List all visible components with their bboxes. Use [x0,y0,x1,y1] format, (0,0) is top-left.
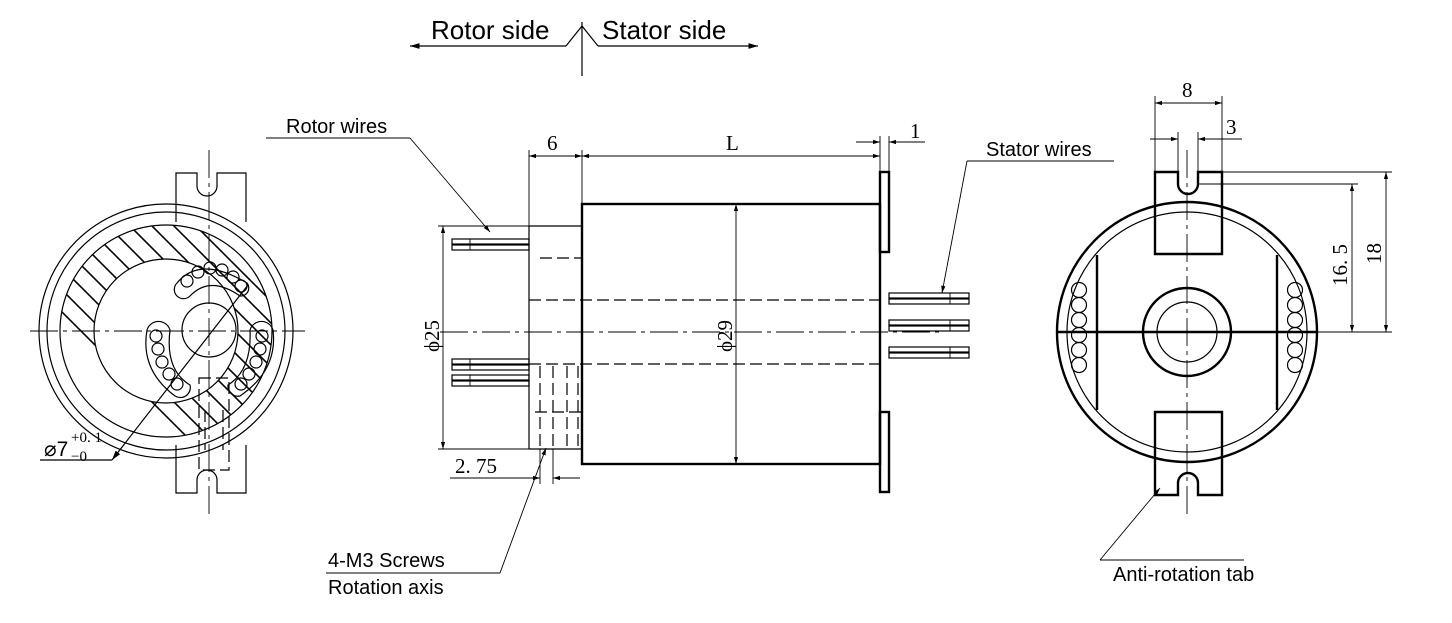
contact-dot [234,279,248,293]
contact-dot [149,329,163,343]
rotor-wires-label: Rotor wires [286,116,387,138]
brush-ball [1070,326,1088,344]
brush-ball [1286,326,1304,344]
dim-275-value: 2. 75 [455,454,497,478]
hatch-line [59,224,273,438]
stator-wires-leader [941,160,968,294]
stator-wire [888,298,970,305]
hatch-line [522,200,782,460]
anti-rotation-leader [1099,487,1161,561]
main-housing [580,202,882,466]
dim-6-value: 6 [547,131,558,155]
brush-ball [1070,341,1088,359]
rotor-wire-bundle [451,238,530,387]
brush-ball [1070,281,1088,299]
hatch-line [59,224,211,438]
divider-caret [565,25,599,47]
bore-diameter-leader [111,284,249,461]
contact-dot [191,265,205,279]
contact-dot [215,263,229,277]
flange-upper [878,170,891,254]
rotor-wire [451,364,530,371]
rotor-wire [451,374,530,381]
rotor-wire [451,244,530,251]
brush-ball [1070,296,1088,314]
contact-dot [151,342,165,356]
hatch-line [59,224,255,438]
right-terminal-pad [227,320,275,397]
hatch-line [191,224,273,438]
contact-dot [226,270,240,284]
brush-ball [1070,311,1088,329]
side-view: 6 L 1 ϕ25 ϕ29 2. 75 Rotor wires Stator w… [266,116,1114,599]
top-mount-tab [175,172,247,222]
dim-3-value: 3 [1226,115,1237,139]
dim-L-value: L [726,131,739,155]
dim-29-value: ϕ29 [713,320,737,352]
contact-dot [234,377,248,391]
hatch-line [147,224,273,438]
rotation-axis-label: Rotation axis [328,577,444,599]
brush-ball [1070,356,1088,374]
hatch-line [59,224,273,438]
stator-wires-label: Stator wires [986,139,1092,161]
brush-ball [1286,311,1304,329]
rotor-wire [451,238,530,245]
direction-indicator: Rotor side Stator side [410,15,758,76]
rotor-wire [451,380,530,387]
contact-dot [253,342,267,356]
rotor-wire [451,358,530,365]
brush-ball [1286,356,1304,374]
contact-dot [249,355,263,369]
contact-dot [255,329,269,343]
hatch-line [125,224,273,438]
contact-dot [203,261,217,275]
left-terminal-pad [145,320,191,399]
bore-tolerance-upper: +0. 1 [71,430,102,446]
hatch-line [81,224,273,438]
stator-wire-bundle [888,292,970,359]
hatch-line [169,224,273,438]
dim-18-value: 18 [1362,243,1386,264]
dim-1-value: 1 [910,119,921,143]
bore-tolerance-lower: −0 [71,449,87,465]
stator-wire [888,292,970,299]
screw-holes-hidden [535,366,582,449]
contact-dot [180,274,194,288]
contact-dot [162,367,176,381]
bottom-anti-rotation-tab [1153,410,1224,497]
stator-wire [888,352,970,359]
hatched-section-outer [59,224,273,438]
dim-165-value: 16. 5 [1328,244,1352,286]
rotor-wires-leader [409,137,491,233]
bottom-mount-tab [175,445,247,494]
rotor-side-label: Rotor side [431,15,550,45]
contact-dot [170,377,184,391]
hatch-line [412,200,672,460]
brush-ball [1286,341,1304,359]
brush-contacts [1070,281,1304,374]
stator-wire [888,319,970,326]
section-hatching [59,200,782,460]
contact-dot [242,367,256,381]
dim-8-value: 8 [1182,78,1193,102]
screws-label: 4-M3 Screws [328,550,445,572]
dim-25-value: ϕ25 [420,320,444,352]
brush-ball [1286,281,1304,299]
screw-hole-hidden [198,377,230,471]
anti-rotation-label: Anti-rotation tab [1113,564,1254,586]
stator-wire [888,325,970,332]
stator-end-view: 8 3 16. 5 18 Anti-rotation tab [1055,78,1392,586]
screws-leader [499,447,547,574]
stator-side-label: Stator side [602,15,726,45]
bore-diameter-value: ⌀7 [44,438,68,461]
flange-lower [878,410,891,494]
hatch-line [59,224,233,438]
contact-dot [155,355,169,369]
stator-wire [888,346,970,353]
brush-ball [1286,296,1304,314]
